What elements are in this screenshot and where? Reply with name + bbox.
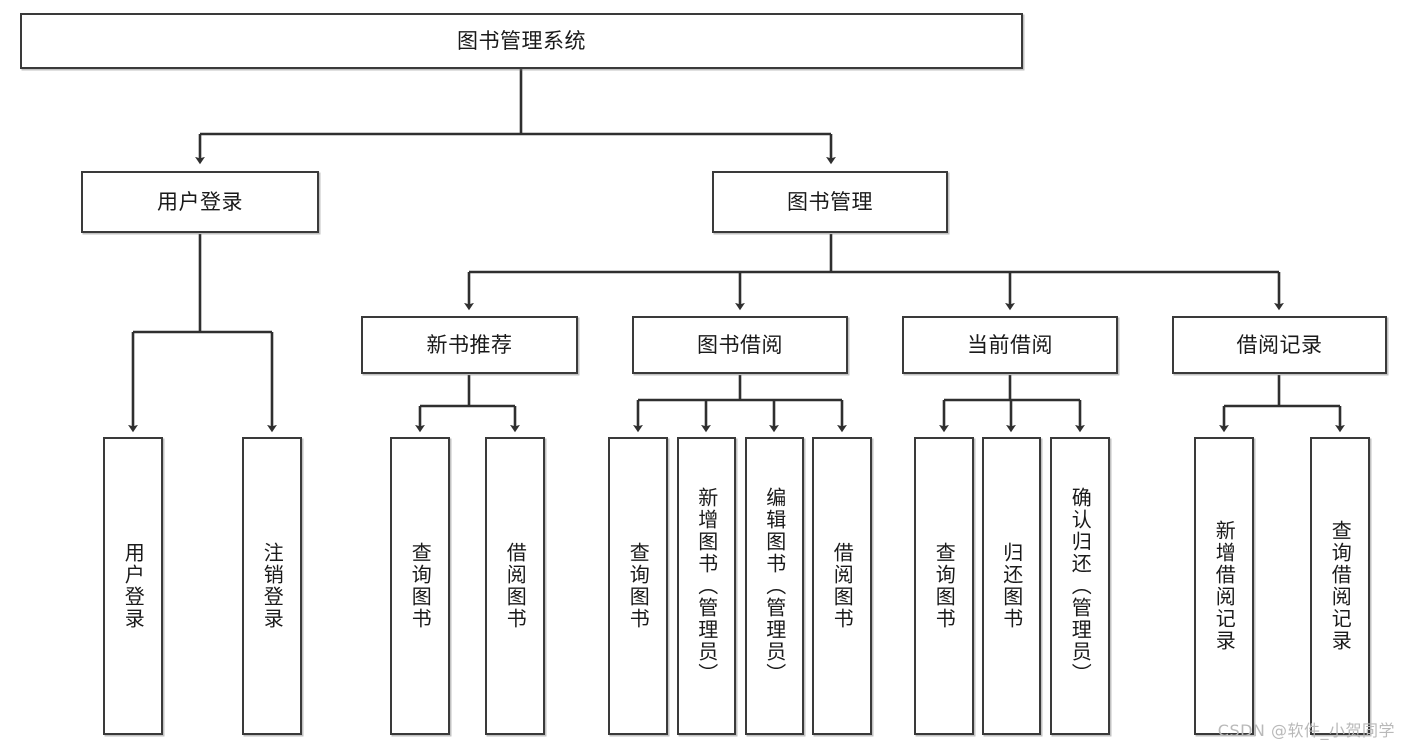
node-book-borrow-label: 图书借阅 <box>697 332 783 357</box>
node-leaf-logout-login-label: 注销登录 <box>260 542 285 630</box>
node-book-borrow[interactable]: 图书借阅 <box>632 316 848 374</box>
node-leaf-user-login-label: 用户登录 <box>121 542 146 630</box>
node-leaf-borrow-book-2[interactable]: 借阅图书 <box>812 437 872 735</box>
node-leaf-borrow-book-1-label: 借阅图书 <box>503 542 528 630</box>
node-borrow-record-label: 借阅记录 <box>1236 332 1323 357</box>
node-new-book-recommend-label: 新书推荐 <box>426 332 513 357</box>
node-leaf-add-book[interactable]: 新增图书（管理员） <box>677 437 736 735</box>
node-current-borrow[interactable]: 当前借阅 <box>902 316 1118 374</box>
node-leaf-add-record[interactable]: 新增借阅记录 <box>1194 437 1254 735</box>
node-leaf-query-book-1[interactable]: 查询图书 <box>390 437 450 735</box>
node-leaf-query-record-label: 查询借阅记录 <box>1328 520 1353 652</box>
node-leaf-query-book-3-label: 查询图书 <box>932 542 957 630</box>
node-leaf-borrow-book-2-label: 借阅图书 <box>830 542 855 630</box>
node-leaf-logout-login[interactable]: 注销登录 <box>242 437 302 735</box>
node-borrow-record[interactable]: 借阅记录 <box>1172 316 1387 374</box>
node-book-manage[interactable]: 图书管理 <box>712 171 948 233</box>
node-leaf-query-book-2-label: 查询图书 <box>626 542 651 630</box>
node-leaf-return-book-label: 归还图书 <box>999 542 1024 630</box>
node-leaf-query-book-1-label: 查询图书 <box>408 542 433 630</box>
node-leaf-borrow-book-1[interactable]: 借阅图书 <box>485 437 545 735</box>
node-book-manage-label: 图书管理 <box>787 189 873 214</box>
node-leaf-query-book-3[interactable]: 查询图书 <box>914 437 974 735</box>
node-leaf-add-book-label: 新增图书（管理员） <box>694 487 719 685</box>
node-current-borrow-label: 当前借阅 <box>967 332 1053 357</box>
node-new-book-recommend[interactable]: 新书推荐 <box>361 316 578 374</box>
node-user-login-label: 用户登录 <box>157 189 243 214</box>
node-leaf-edit-book[interactable]: 编辑图书（管理员） <box>745 437 804 735</box>
node-root-label: 图书管理系统 <box>457 28 586 53</box>
node-leaf-add-record-label: 新增借阅记录 <box>1212 520 1237 652</box>
node-user-login[interactable]: 用户登录 <box>81 171 319 233</box>
node-root[interactable]: 图书管理系统 <box>20 13 1023 69</box>
node-leaf-confirm-return[interactable]: 确认归还（管理员） <box>1050 437 1110 735</box>
node-leaf-query-book-2[interactable]: 查询图书 <box>608 437 668 735</box>
node-leaf-user-login[interactable]: 用户登录 <box>103 437 163 735</box>
node-leaf-query-record[interactable]: 查询借阅记录 <box>1310 437 1370 735</box>
node-leaf-edit-book-label: 编辑图书（管理员） <box>762 487 787 685</box>
node-leaf-confirm-return-label: 确认归还（管理员） <box>1068 487 1093 685</box>
node-leaf-return-book[interactable]: 归还图书 <box>982 437 1041 735</box>
